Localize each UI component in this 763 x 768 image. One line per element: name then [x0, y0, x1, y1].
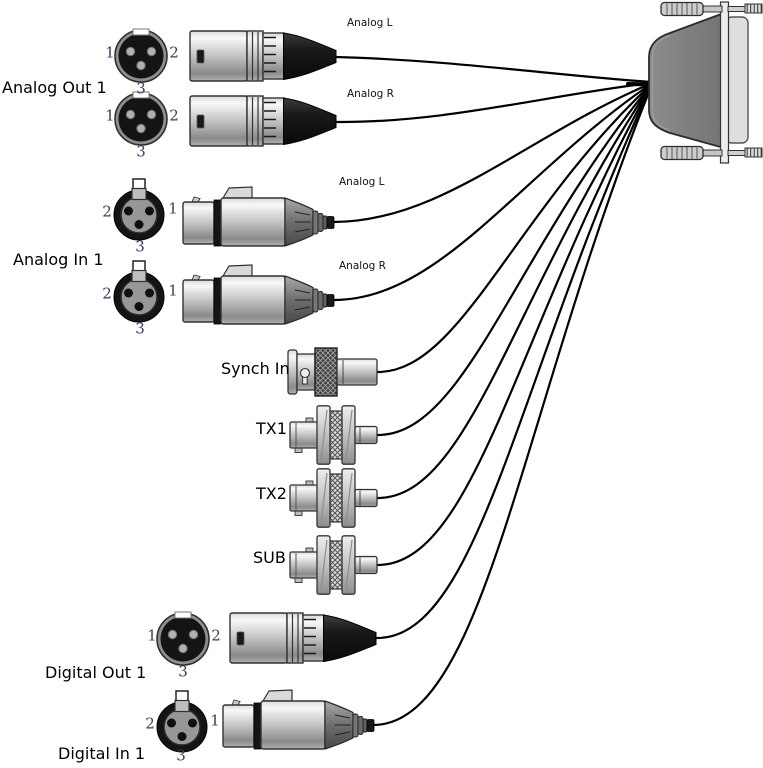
pin-label-3: 3	[135, 237, 145, 256]
pin-label-3: 3	[136, 142, 146, 161]
pin-label-2: 2	[145, 714, 155, 733]
cable-synch-in	[375, 83, 653, 374]
xlr-male-side-analog-out-l	[189, 30, 337, 82]
xlr-male-side-analog-out-r	[189, 95, 337, 147]
pin-label-3: 3	[135, 319, 145, 338]
cable-sub	[375, 84, 653, 567]
thumbscrew-bottom	[660, 145, 763, 161]
tx2-label: TX2	[256, 484, 287, 503]
cable-tx1	[375, 83, 653, 437]
xlr-female-face-analog-in-r	[113, 260, 165, 323]
xlr-male-face-digital-out	[156, 611, 210, 666]
pin-label-1: 1	[168, 199, 178, 218]
pin-label-3: 3	[176, 746, 186, 765]
cable-harness	[330, 55, 654, 727]
xlr-female-side-analog-in-l	[182, 186, 335, 247]
xlr-female-face-analog-in-l	[113, 178, 165, 241]
analog-out-r-channel-label: Analog R	[347, 88, 394, 100]
cable-digital-in	[370, 85, 653, 727]
dsub-flange	[719, 1, 730, 164]
bnc-bulkhead-sub	[289, 535, 378, 595]
pin-label-2: 2	[211, 626, 221, 645]
pin-label-3: 3	[178, 662, 188, 681]
dsub-connector	[648, 1, 763, 164]
pin-label-2: 2	[169, 106, 179, 125]
pin-label-1: 1	[105, 43, 115, 62]
bnc-male-synch-in	[287, 347, 378, 397]
pin-label-1: 1	[147, 626, 157, 645]
cable-analog-in-l	[330, 82, 653, 224]
bnc-bulkhead-tx2	[289, 468, 378, 528]
pin-label-1: 1	[168, 281, 178, 300]
analog-out-label: Analog Out 1	[2, 78, 107, 97]
cable-tx2	[375, 84, 653, 500]
thumbscrew-top	[660, 1, 763, 17]
pin-label-2: 2	[102, 284, 112, 303]
synch-in-label: Synch In	[221, 359, 290, 378]
xlr-male-side-digital-out	[229, 612, 377, 664]
cable-analog-out-l	[334, 55, 653, 84]
analog-out-l-channel-label: Analog L	[347, 17, 393, 29]
pin-label-1: 1	[105, 106, 115, 125]
bnc-bulkhead-tx1	[289, 405, 378, 465]
digital-out-label: Digital Out 1	[45, 663, 147, 682]
digital-in-label: Digital In 1	[58, 744, 146, 763]
xlr-male-face-analog-out-l	[114, 28, 168, 83]
pin-label-2: 2	[169, 43, 179, 62]
xlr-male-face-analog-out-r	[114, 91, 168, 146]
cable-analog-out-r	[334, 81, 653, 124]
cable-digital-out	[374, 85, 653, 640]
dsub-backplate	[725, 16, 749, 144]
dsub-hood-highlight	[651, 34, 671, 132]
tx1-label: TX1	[256, 419, 287, 438]
xlr-female-face-digital-in	[156, 690, 208, 753]
cable-bundle-pinch	[626, 82, 654, 87]
analog-in-label: Analog In 1	[13, 250, 104, 269]
analog-in-l-channel-label: Analog L	[339, 176, 385, 188]
pin-label-3: 3	[136, 79, 146, 98]
cable-analog-in-r	[330, 82, 653, 302]
dsub-hood	[648, 11, 725, 150]
xlr-female-side-analog-in-r	[182, 264, 335, 325]
xlr-female-side-digital-in	[222, 689, 375, 750]
pin-label-1: 1	[210, 711, 220, 730]
pin-label-2: 2	[102, 202, 112, 221]
analog-in-r-channel-label: Analog R	[339, 260, 386, 272]
sub-label: SUB	[253, 548, 286, 567]
